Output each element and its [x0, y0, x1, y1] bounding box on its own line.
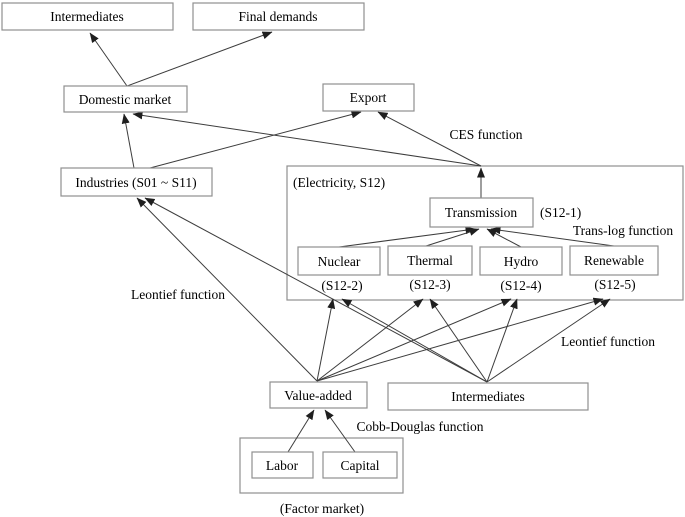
node-box [192, 2, 365, 31]
node-intermediates-top: Intermediates [1, 2, 174, 31]
node-value-added: Value-added [269, 381, 368, 409]
node-box [387, 382, 589, 411]
node-hydro: Hydro [479, 246, 563, 276]
node-domestic-market: Domestic market [63, 85, 188, 113]
node-thermal: Thermal [387, 245, 473, 276]
ces-function-label: CES function [449, 127, 522, 142]
node-industries-label: Industries (S01 ~ S11) [75, 175, 196, 190]
arrow-intermediates-to-nuclear [341, 298, 488, 383]
node-intermediates-top-label: Intermediates [50, 9, 123, 24]
arrow-valueadded-to-renewable [316, 297, 604, 382]
factor-market-label: (Factor market) [280, 501, 364, 516]
arrow-valueadded-to-industries [136, 197, 318, 382]
arrows [89, 31, 615, 453]
node-box [479, 246, 563, 276]
node-capital: Capital [322, 451, 398, 479]
arrow-valueadded-to-nuclear [316, 298, 336, 382]
arrow-electricity-to-domestic [132, 111, 482, 167]
node-nuclear: Nuclear [297, 246, 381, 276]
electricity-group-box [286, 165, 684, 301]
thermal-code-label: (S12-3) [409, 277, 450, 292]
node-renewable-label: Renewable [584, 253, 644, 268]
arrow-nuclear-to-transmission [338, 226, 476, 248]
node-box [1, 2, 174, 31]
node-thermal-label: Thermal [407, 253, 453, 268]
node-labor: Labor [251, 451, 314, 479]
node-hydro-label: Hydro [504, 254, 539, 269]
electricity-group-label: (Electricity, S12) [293, 175, 385, 190]
node-intermediates-bottom: Intermediates [387, 382, 589, 411]
arrow-capital-to-valueadded [324, 409, 356, 453]
hydro-code-label: (S12-4) [500, 278, 541, 293]
node-transmission-label: Transmission [445, 205, 518, 220]
renewable-code-label: (S12-5) [594, 277, 635, 292]
arrow-industries-to-export [149, 110, 362, 169]
node-nuclear-label: Nuclear [318, 254, 361, 269]
node-box [387, 245, 473, 276]
leontief-function-left-label: Leontief function [131, 287, 225, 302]
leontief-function-right-label: Leontief function [561, 334, 655, 349]
arrow-intermediates-to-renewable [486, 298, 611, 383]
node-final-demands: Final demands [192, 2, 365, 31]
node-renewable: Renewable [569, 245, 659, 276]
node-final-demands-label: Final demands [238, 9, 317, 24]
arrow-domestic-to-intermediates [89, 32, 128, 87]
arrow-industries-to-domestic [121, 113, 135, 169]
node-industries: Industries (S01 ~ S11) [60, 167, 213, 197]
node-capital-label: Capital [341, 458, 380, 473]
arrow-renewable-to-transmission [490, 226, 615, 247]
transmission-code-label: (S12-1) [540, 205, 581, 220]
node-domestic-market-label: Domestic market [79, 92, 172, 107]
node-export-label: Export [350, 90, 387, 105]
node-export: Export [322, 83, 415, 112]
node-box [269, 381, 368, 409]
node-box [63, 85, 188, 113]
nuclear-code-label: (S12-2) [321, 278, 362, 293]
arrow-thermal-to-transmission [425, 228, 480, 247]
translog-function-label: Trans-log function [573, 223, 674, 238]
node-box [569, 245, 659, 276]
node-box [429, 197, 534, 228]
node-box [322, 83, 415, 112]
node-box [297, 246, 381, 276]
arrow-intermediates-to-industries [144, 197, 488, 383]
cobb-douglas-function-label: Cobb-Douglas function [356, 419, 483, 434]
arrow-electricity-to-export [377, 111, 482, 167]
node-labor-label: Labor [266, 458, 299, 473]
arrow-intermediates-to-hydro [486, 298, 518, 383]
arrow-labor-to-valueadded [287, 409, 315, 453]
node-box [251, 451, 314, 479]
node-intermediates-bottom-label: Intermediates [451, 389, 524, 404]
arrow-intermediates-to-thermal [429, 298, 488, 383]
node-transmission: Transmission [429, 197, 534, 228]
node-box [322, 451, 398, 479]
node-box [60, 167, 213, 197]
arrow-domestic-to-final-demands [126, 31, 273, 87]
arrow-valueadded-to-thermal [316, 298, 424, 382]
node-value-added-label: Value-added [284, 388, 352, 403]
